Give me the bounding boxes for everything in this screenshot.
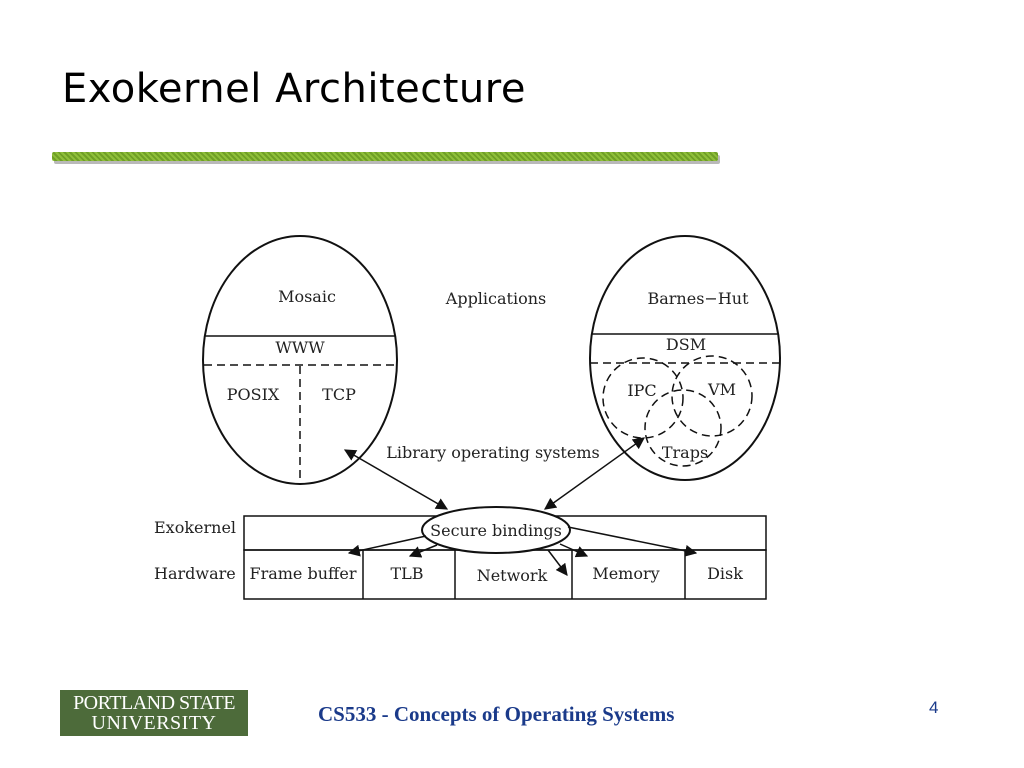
dsm-label: DSM [666, 335, 706, 354]
arrow-right-libos [544, 437, 645, 510]
mosaic-label: Mosaic [278, 287, 336, 306]
traps-label: Traps [662, 443, 708, 462]
arrow-left-libos [343, 449, 449, 510]
arrow-memory [559, 543, 589, 558]
posix-label: POSIX [227, 385, 280, 404]
exokernel-label: Exokernel [154, 518, 236, 537]
right-app-ellipse [589, 235, 781, 481]
ipc-label: IPC [627, 381, 656, 400]
slide-title: Exokernel Architecture [62, 66, 526, 112]
portland-state-logo: PORTLAND STATE UNIVERSITY [60, 690, 248, 736]
course-title: CS533 - Concepts of Operating Systems [318, 702, 675, 726]
hw-network: Network [477, 566, 548, 585]
page-number: 4 [929, 698, 939, 717]
vm-label: VM [707, 380, 736, 399]
left-app-ellipse [202, 235, 398, 485]
hw-frame-buffer: Frame buffer [249, 564, 356, 583]
arrow-disk [567, 526, 698, 557]
hw-memory: Memory [592, 564, 659, 583]
ipc-circle [602, 357, 684, 439]
tcp-label: TCP [322, 385, 356, 404]
applications-label: Applications [445, 289, 546, 308]
hw-disk: Disk [707, 564, 743, 583]
arrow-network [547, 549, 568, 576]
secure-bindings-ellipse [421, 506, 571, 554]
title-divider [52, 152, 718, 161]
barnes-hut-label: Barnes−Hut [647, 289, 749, 308]
arrow-frame-buffer [347, 535, 427, 557]
libos-label: Library operating systems [386, 443, 599, 462]
logo-line-1: PORTLAND STATE [73, 692, 235, 714]
traps-circle [644, 389, 722, 467]
arrow-tlb [408, 544, 438, 558]
hw-tlb: TLB [390, 564, 423, 583]
secure-bindings-label: Secure bindings [430, 521, 562, 540]
www-label: WWW [275, 338, 325, 357]
hardware-label: Hardware [154, 564, 236, 583]
vm-circle [671, 355, 753, 437]
logo-line-2: UNIVERSITY [91, 712, 217, 734]
